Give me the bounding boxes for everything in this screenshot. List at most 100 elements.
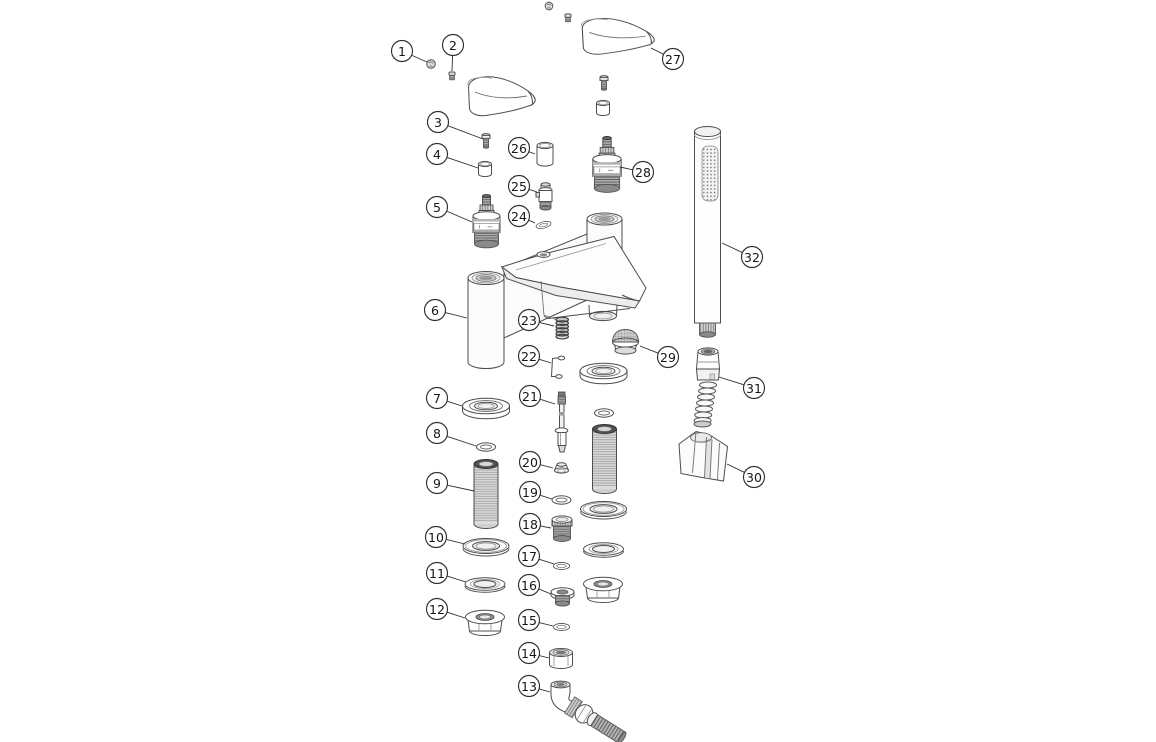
- callout-6: 6: [423, 298, 468, 322]
- callout-19: 19: [518, 480, 553, 504]
- leader-line-32: [721, 242, 743, 253]
- part-16-seat-bush: [550, 587, 575, 607]
- callout-circle-32: [740, 245, 764, 269]
- callout-circle-31: [742, 376, 766, 400]
- leader-line-31: [718, 376, 745, 386]
- callout-number-16: 16: [521, 578, 537, 593]
- callout-number-23: 23: [521, 313, 537, 328]
- callout-number-32: 32: [744, 250, 760, 265]
- leader-line-27: [650, 47, 664, 55]
- leader-line-4: [446, 156, 479, 169]
- callout-13: 13: [517, 674, 551, 698]
- callout-circle-30: [742, 465, 766, 489]
- part-1-handle-index-button: [426, 59, 436, 69]
- part-right-shaped-washer: [580, 501, 627, 520]
- callout-number-6: 6: [431, 303, 439, 318]
- part-14-connector-nut: [549, 648, 573, 669]
- callout-number-17: 17: [521, 549, 537, 564]
- leader-line-26: [528, 151, 536, 155]
- leader-line-10: [446, 539, 466, 545]
- part-29-aerator: [611, 328, 640, 355]
- part-22-retaining-clip: [550, 355, 566, 379]
- leader-line-18: [540, 525, 552, 529]
- part-right-o-ring: [594, 408, 614, 418]
- callout-number-25: 25: [511, 179, 527, 194]
- callout-30: 30: [726, 463, 766, 489]
- callout-17: 17: [517, 544, 555, 568]
- callout-25: 25: [507, 174, 538, 198]
- callout-circle-14: [517, 641, 541, 665]
- leader-line-15: [539, 622, 554, 627]
- leader-line-14: [539, 655, 550, 659]
- callout-number-12: 12: [429, 602, 445, 617]
- callout-circle-22: [517, 344, 541, 368]
- leader-line-25: [528, 188, 538, 193]
- part-5-flow-cartridge: [472, 194, 501, 249]
- callout-number-26: 26: [511, 141, 527, 156]
- part-28-flow-cartridge: [592, 135, 622, 193]
- callout-23: 23: [517, 308, 555, 332]
- part-13-elbow-hose-connector: [550, 680, 627, 742]
- part-11-flat-washer: [464, 577, 506, 593]
- callout-number-28: 28: [635, 165, 651, 180]
- callout-14: 14: [517, 641, 550, 665]
- leader-line-29: [639, 345, 659, 354]
- part-right-flat-washer: [583, 542, 624, 558]
- part-17-o-ring: [552, 562, 571, 570]
- callout-number-1: 1: [398, 44, 406, 59]
- callout-20: 20: [518, 450, 554, 474]
- callout-circle-8: [425, 421, 449, 445]
- callout-circle-24: [507, 204, 531, 228]
- part-top-index-button: [544, 1, 554, 11]
- part-19-o-ring: [551, 495, 572, 505]
- callout-number-22: 22: [521, 349, 537, 364]
- leader-line-8: [446, 435, 477, 447]
- callout-circle-23: [517, 308, 541, 332]
- leader-line-12: [446, 611, 466, 619]
- callout-circle-4: [425, 142, 449, 166]
- leader-line-21: [539, 398, 556, 405]
- leader-line-20: [540, 464, 554, 469]
- callout-number-2: 2: [449, 38, 457, 53]
- callout-18: 18: [518, 512, 552, 536]
- callout-number-4: 4: [433, 147, 441, 162]
- part-right-handle-fixing-screw: [599, 75, 609, 91]
- callout-5: 5: [425, 195, 473, 223]
- callout-8: 8: [425, 421, 477, 447]
- part-right-threaded-inlet-tube: [592, 424, 617, 494]
- leader-line-23: [539, 322, 555, 327]
- callout-circle-7: [425, 386, 449, 410]
- part-right-handle-cap: [596, 99, 610, 117]
- leader-line-6: [445, 312, 468, 319]
- callout-number-20: 20: [522, 455, 538, 470]
- callout-number-19: 19: [522, 485, 538, 500]
- callout-circle-1: [390, 39, 414, 63]
- callout-24: 24: [507, 204, 536, 228]
- part-12-flanged-backnut: [465, 609, 505, 636]
- leader-line-5: [446, 210, 473, 223]
- callout-circle-25: [507, 174, 531, 198]
- callout-22: 22: [517, 344, 552, 368]
- leader-line-22: [538, 358, 552, 364]
- part-31-shower-hose: [693, 347, 721, 428]
- part-18-threaded-bush: [551, 515, 573, 542]
- callout-26: 26: [507, 136, 536, 160]
- callout-number-29: 29: [660, 350, 676, 365]
- leader-line-30: [726, 463, 745, 473]
- callout-16: 16: [517, 573, 552, 597]
- callout-circle-5: [425, 195, 449, 219]
- part-right-base-washer: [579, 362, 628, 385]
- callout-number-10: 10: [428, 530, 444, 545]
- callout-number-13: 13: [521, 679, 537, 694]
- leader-line-3: [447, 125, 484, 140]
- part-3-handle-fixing-screw: [481, 133, 491, 149]
- callout-number-15: 15: [521, 613, 537, 628]
- callout-3: 3: [426, 110, 484, 140]
- leader-line-9: [447, 484, 475, 492]
- part-10-shaped-washer: [462, 538, 510, 557]
- leader-line-11: [446, 575, 467, 583]
- callout-circle-16: [517, 573, 541, 597]
- callout-circle-21: [518, 384, 542, 408]
- callout-circle-3: [426, 110, 450, 134]
- part-30-wall-bracket: [678, 430, 729, 482]
